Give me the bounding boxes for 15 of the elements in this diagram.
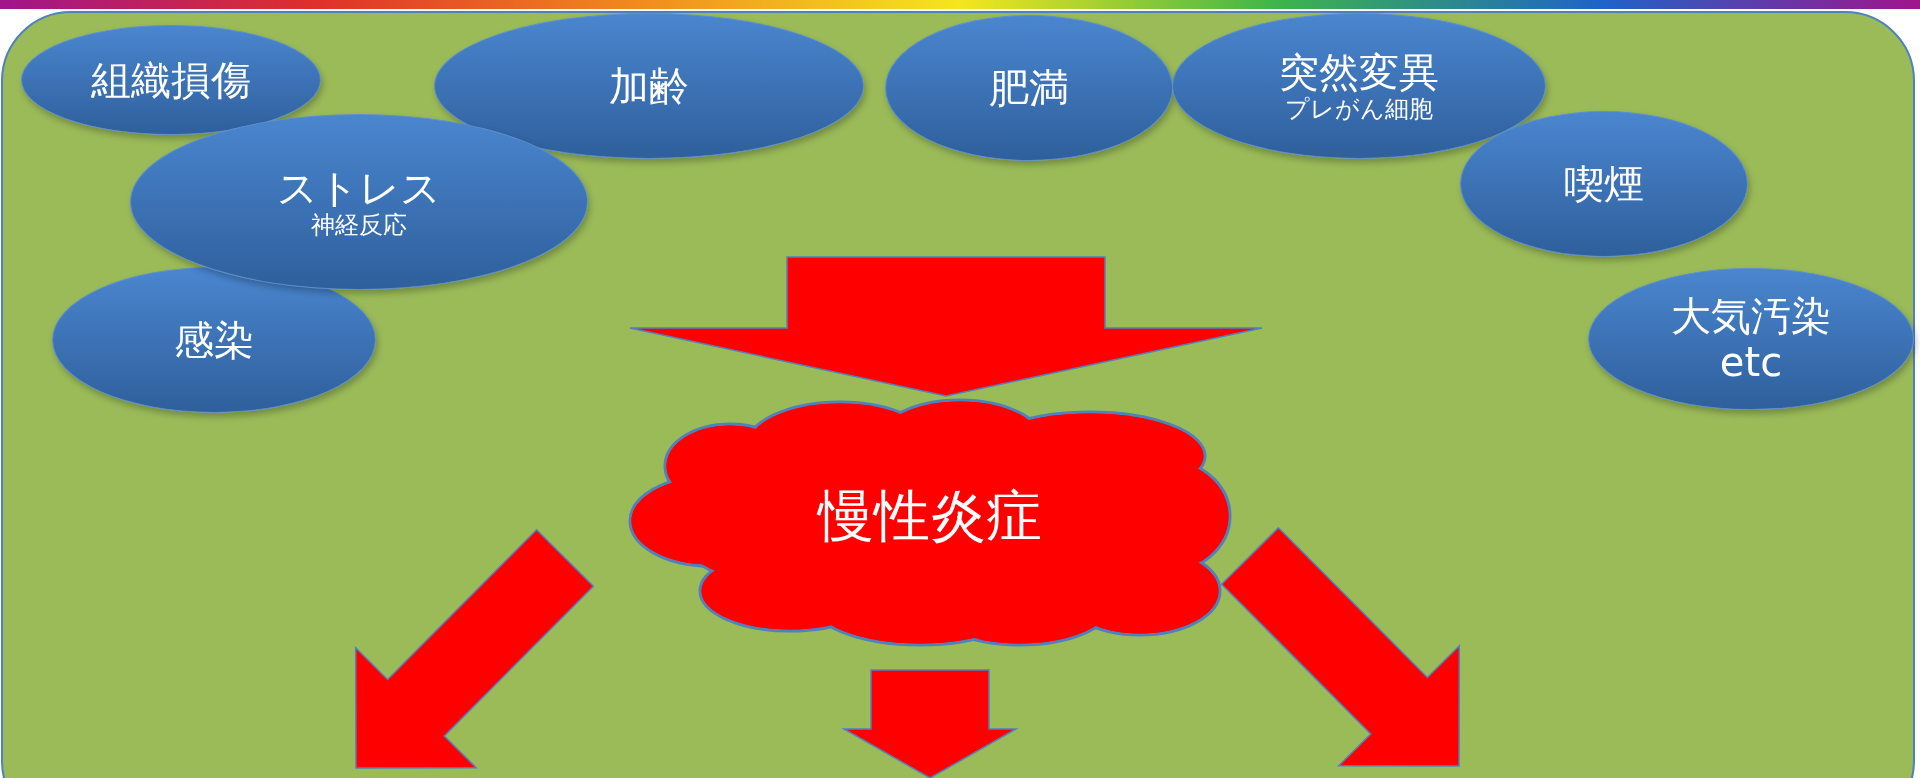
factor-label: ストレス [277, 164, 441, 211]
sub-label: 神経反応 [311, 210, 407, 240]
factor-label: 組織損傷 [91, 57, 251, 103]
cloud-label: 慢性炎症 [818, 482, 1042, 550]
factor-label: 大気汚染 etc [1670, 293, 1832, 385]
factor-label: 加齢 [609, 63, 689, 109]
block-arrow [1220, 526, 1461, 767]
block-arrow [629, 256, 1263, 397]
sub-label: プレがん細胞 [1285, 94, 1433, 124]
factor-label: 喫煙 [1564, 161, 1644, 207]
factor-label: 肥満 [989, 65, 1069, 111]
factor-label: 感染 [174, 317, 254, 363]
block-arrow [354, 528, 595, 769]
block-arrow [841, 669, 1019, 778]
factor-label: 突然変異 [1279, 48, 1439, 95]
